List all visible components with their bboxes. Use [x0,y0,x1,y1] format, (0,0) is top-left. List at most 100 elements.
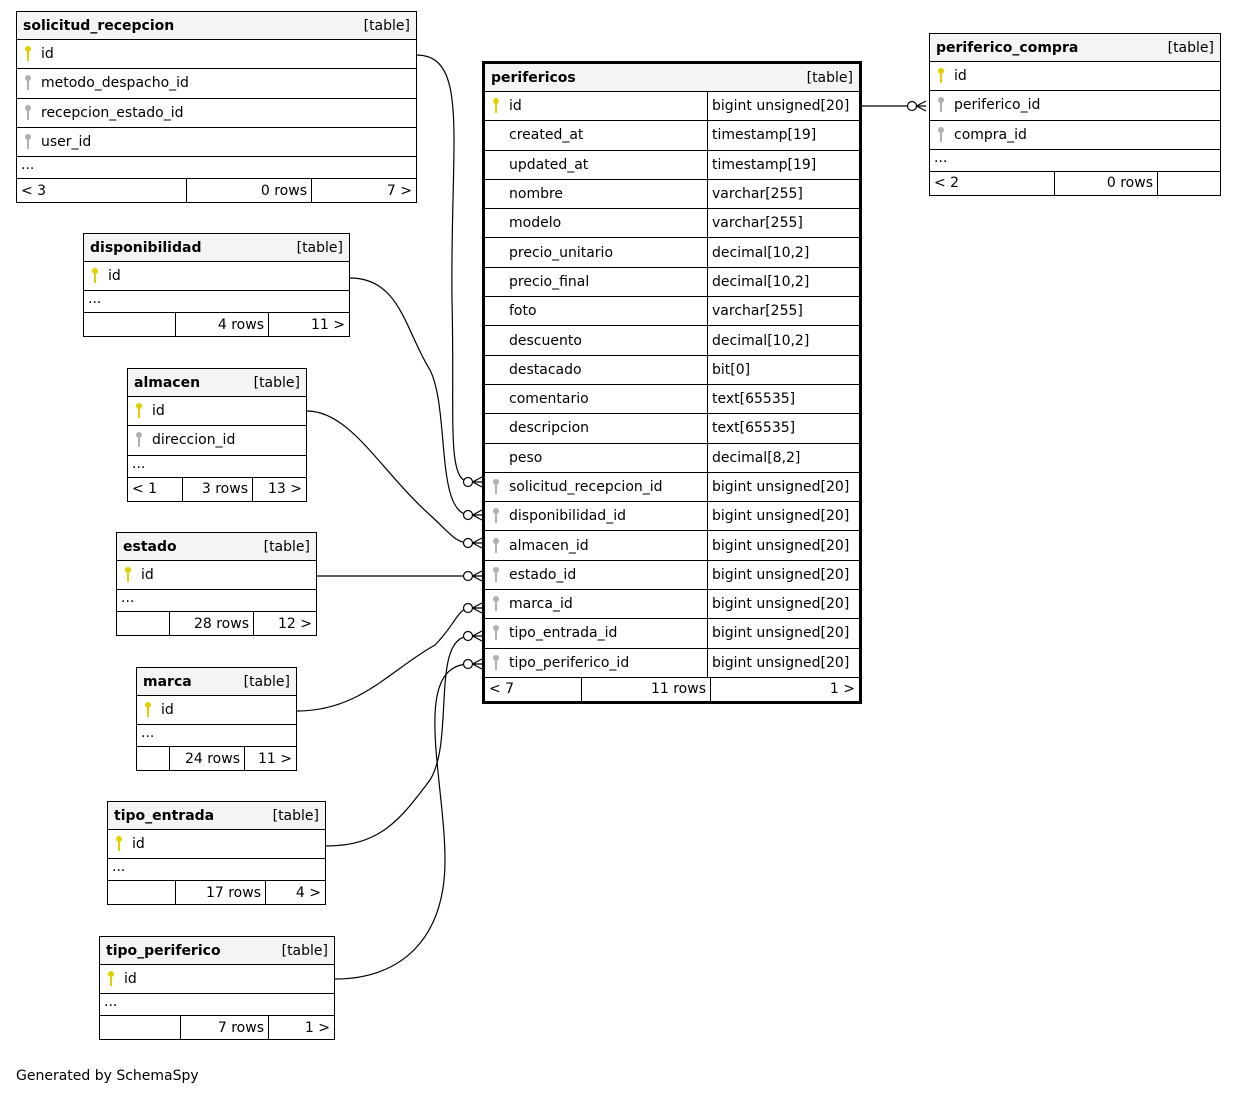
children-count[interactable]: 11 > [258,750,292,767]
generated-by-credit: Generated by SchemaSpy [16,1068,199,1084]
more-columns-ellipsis[interactable]: ... [930,150,1220,172]
children-count[interactable]: 1 > [304,1019,330,1036]
column-name: tipo_periferico_id [509,654,630,671]
column-row-id[interactable]: id [137,696,296,726]
parents-count[interactable]: < 7 [485,677,582,701]
column-cell: destacado [485,356,707,384]
column-name: id [108,268,121,285]
parents-count[interactable] [117,612,170,636]
more-columns-ellipsis[interactable]: ... [108,859,325,882]
primary-key-icon [114,835,124,853]
column-type: timestamp[19] [707,121,859,150]
column-cell: id [930,62,1220,90]
column-row-periferico-id[interactable]: periferico_id [930,91,1220,121]
zero-cardinality-circle [462,630,474,642]
children-count[interactable]: 4 > [295,884,321,901]
more-columns-ellipsis[interactable]: ... [117,590,316,613]
more-columns-ellipsis[interactable]: ... [128,456,306,478]
parents-count[interactable] [108,881,176,905]
column-row-id[interactable]: id [128,397,306,427]
column-type: bigint unsigned[20] [707,472,859,502]
parents-count[interactable] [84,313,176,337]
column-cell: precio_unitario [485,238,707,266]
primary-key-icon [123,566,133,584]
foreign-key-icon [23,104,33,122]
column-row-id[interactable]: id [100,965,334,995]
column-cell: foto [485,297,707,325]
children-count[interactable]: 13 > [268,481,302,498]
column-name: id [509,98,522,115]
children-count[interactable]: 12 > [278,615,312,632]
column-row-id[interactable]: id [117,561,316,591]
column-type: bigint unsigned[20] [707,502,859,531]
children-count[interactable]: 11 > [311,316,345,333]
more-columns-ellipsis[interactable]: ... [17,157,416,180]
column-cell: precio_final [485,268,707,296]
edge-tipo-periferico [334,663,471,980]
table-name: tipo_periferico [106,942,221,959]
column-row-recepcion-estado-id[interactable]: recepcion_estado_id [17,99,416,128]
column-row-compra-id[interactable]: compra_id [930,121,1220,150]
column-name: direccion_id [152,432,236,449]
fk-endpoint-3 [462,570,483,582]
children-count[interactable]: 7 > [386,182,412,199]
fk-endpoint-1 [462,509,483,521]
more-columns-ellipsis[interactable]: ... [137,725,296,748]
column-row-id[interactable]: id [108,830,325,860]
column-row-user-id[interactable]: user_id [17,128,416,158]
parents-count[interactable] [137,747,170,771]
column-type: varchar[255] [707,179,859,209]
column-row-id[interactable]: id [930,62,1220,92]
row-count: 0 rows [187,179,312,203]
column-row-id[interactable]: id [17,40,416,70]
parents-count[interactable] [100,1016,181,1040]
column-row-id[interactable]: id [84,262,349,292]
table-header: periferico_compra [table] [930,34,1220,62]
many-cardinality-crowfoot [472,537,483,549]
children-count[interactable]: 1 > [829,681,855,698]
parents-count[interactable]: < 1 [128,477,183,501]
more-columns-ellipsis[interactable]: ... [84,291,349,314]
children-count[interactable] [1158,172,1220,195]
fk-endpoint-6 [462,658,483,670]
more-columns-ellipsis[interactable]: ... [100,994,334,1017]
column-name: compra_id [954,126,1027,143]
table-header: disponibilidad [table] [84,234,349,262]
parents-count[interactable]: < 2 [930,171,1055,195]
column-name: descripcion [509,420,590,437]
parents-count[interactable]: < 3 [17,179,187,203]
column-row-metodo-despacho-id[interactable]: metodo_despacho_id [17,69,416,99]
column-row-direccion-id[interactable]: direccion_id [128,426,306,456]
